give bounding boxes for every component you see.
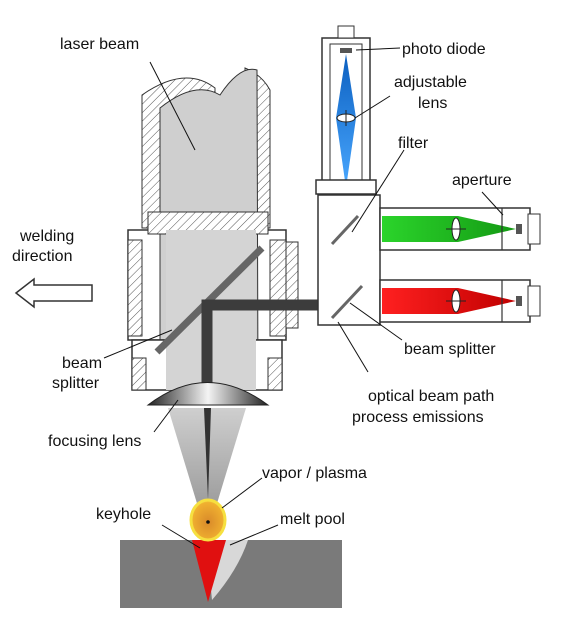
leader-focusing-lens <box>153 399 179 433</box>
label-adjustable-lens-line1: adjustable <box>394 74 467 91</box>
leader-aperture <box>481 191 504 216</box>
label-keyhole: keyhole <box>96 506 152 523</box>
label-optical-beam-path-line1: optical beam path <box>368 388 495 405</box>
photo-diode-base <box>315 179 377 195</box>
label-laser-beam: laser beam <box>60 36 140 53</box>
red-module-end <box>527 285 541 317</box>
leader-optical-path <box>337 321 369 373</box>
label-optical-beam-path-line2: process emissions <box>352 409 484 426</box>
plasma-dot <box>206 520 210 524</box>
red-sensor <box>516 296 522 306</box>
label-filter: filter <box>398 135 429 152</box>
label-melt-pool: melt pool <box>280 511 345 528</box>
photo-diode-cap <box>337 25 355 39</box>
label-beam-splitter-right: beam splitter <box>404 341 496 358</box>
housing-side-block <box>285 241 299 329</box>
leader-keyhole <box>161 524 201 549</box>
label-focusing-lens: focusing lens <box>48 433 142 450</box>
junction-block <box>317 194 381 326</box>
label-aperture: aperture <box>452 172 512 189</box>
leader-beam-splitter-right <box>349 302 403 341</box>
leader-beam-splitter-left <box>103 329 173 359</box>
label-beam-splitter-left-line2: splitter <box>52 375 100 392</box>
leader-photo-diode <box>355 47 401 51</box>
leader-vapor-plasma <box>221 477 263 509</box>
leader-laser-beam <box>149 61 196 151</box>
label-vapor-plasma: vapor / plasma <box>262 465 367 482</box>
vapor-plasma <box>189 498 227 542</box>
lower-beam-splitter <box>330 284 364 320</box>
leader-melt-pool <box>229 524 279 546</box>
photo-diode-sensor <box>340 48 352 53</box>
leader-filter <box>351 149 405 233</box>
label-beam-splitter-left-line1: beam <box>62 355 103 372</box>
leader-adjustable-lens <box>354 95 391 119</box>
keyhole-shape <box>192 540 226 602</box>
green-module-end <box>527 213 541 245</box>
label-adjustable-lens-line2: lens <box>418 95 448 112</box>
green-sensor <box>516 224 522 234</box>
focused-core <box>204 408 211 500</box>
label-welding-direction-line2: direction <box>12 248 73 265</box>
label-welding-direction-line1: welding <box>20 228 75 245</box>
filter-splitter <box>330 214 360 246</box>
focusing-lens <box>146 382 270 406</box>
welding-direction-arrow <box>14 277 93 309</box>
housing-lower-left <box>131 357 147 391</box>
housing-right-flange <box>269 239 287 337</box>
label-photo-diode: photo diode <box>402 41 486 58</box>
housing-lower-right <box>267 357 283 391</box>
housing-left-flange <box>127 239 143 337</box>
